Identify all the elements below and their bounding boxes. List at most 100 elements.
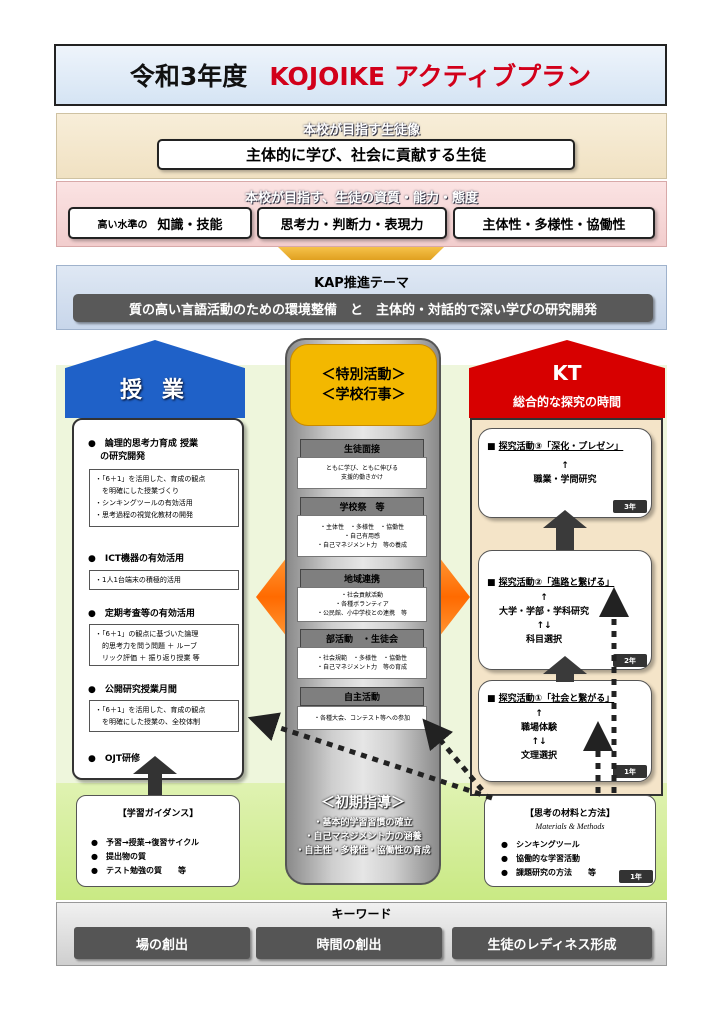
- vision-statement: 主体的に学び、社会に貢献する生徒: [157, 139, 575, 170]
- list-item: ・シンキングツールの有効活用: [95, 499, 193, 507]
- activity-body: ・社会貢献活動 ・各種ボランティア ・公民館、小中学校との連携 等: [297, 587, 427, 622]
- jugyo-up-arrow-icon: [133, 756, 177, 774]
- inquiry-steps: ↑ 職場体験 ↑↓ 文理選択: [479, 707, 599, 763]
- jugyo-section-heading: ● OJT研修: [88, 754, 140, 764]
- inquiry-title-text: 探究活動②「進路と繋げる」: [498, 578, 615, 588]
- shoki-list: ・基本的学習習慣の確立 ・自己マネジメント力の涵養 ・自主性・多様性・協働性の育…: [280, 816, 446, 858]
- thinking-title: 【思考の材料と方法】: [524, 809, 615, 819]
- guidance-box: 【学習ガイダンス】 ● 予習→授業→復習サイクル ● 提出物の質 ● テスト勉強…: [76, 795, 240, 887]
- quality-item: 主体性・多様性・協働性: [453, 207, 655, 239]
- list-item: ・「6＋1」を活用した、育成の観点 を明確にした授業づくり: [95, 475, 206, 495]
- title-plan-name: KOJOIKE アクティブプラン: [269, 62, 592, 91]
- inquiry-step: 科目選択: [525, 635, 562, 645]
- quality-text: 知識・技能: [157, 217, 223, 233]
- kap-title: KAP推進テーマ: [314, 276, 409, 291]
- jugyo-section-heading: ● 論理的思考力育成 授業 の研究開発: [88, 439, 198, 462]
- list-item: ● 予習→授業→復習サイクル: [91, 838, 199, 847]
- inquiry-title: ■ 探究活動①「社会と繋がる」: [487, 691, 614, 704]
- list-item: ● 協働的な学習活動: [501, 854, 580, 863]
- kt-title: KT: [552, 361, 582, 385]
- inquiry-title: ■ 探究活動③「深化・プレゼン」: [487, 439, 623, 452]
- kt-up-arrow-icon: [543, 656, 587, 674]
- tokkatsu-title: ＜特別活動＞ ＜学校行事＞: [290, 344, 437, 426]
- vision-band: 本校が目指す生徒像 主体的に学び、社会に貢献する生徒: [56, 113, 667, 179]
- keyword-item: 生徒のレディネス形成: [452, 927, 652, 959]
- inquiry-step: ↑↓: [531, 737, 547, 747]
- activity-heading: 自主活動: [300, 687, 424, 706]
- year-label: 1年: [619, 870, 653, 883]
- dotted-arrow-to-jugyo: [247, 712, 493, 801]
- thinking-subtitle: Materials & Methods: [535, 822, 605, 831]
- inquiry-step: 大学・学部・学科研究: [498, 607, 589, 617]
- inquiry-title-text: 探究活動③「深化・プレゼン」: [498, 442, 624, 452]
- kap-band: KAP推進テーマ 質の高い言語活動のための環境整備 と 主体的・対話的で深い学び…: [56, 265, 667, 330]
- list-item: ● 課題研究の方法 等: [501, 868, 596, 877]
- thinking-materials-box: 【思考の材料と方法】 Materials & Methods ● シンキングツー…: [484, 795, 656, 887]
- activity-body: ・各種大会、コンテスト等への参加: [297, 706, 427, 730]
- quality-item: 高い水準の 知識・技能: [68, 207, 252, 239]
- activity-body: ・社会規範 ・多様性 ・協働性 ・自己マネジメント力 等の育成: [297, 647, 427, 679]
- inquiry-box-year3: ■ 探究活動③「深化・プレゼン」 ↑ 職業・学問研究 3年: [478, 428, 652, 518]
- list-item: ● テスト勉強の質 等: [91, 866, 186, 875]
- qualities-band: 本校が目指す、生徒の資質・能力・態度 高い水準の 知識・技能 思考力・判断力・表…: [56, 181, 667, 247]
- inquiry-step: ↑: [535, 709, 543, 719]
- activity-body: ・主体性 ・多様性 ・協働性 ・自己有用感 ・自己マネジメント力 等の養成: [297, 515, 427, 557]
- year-label: 1年: [613, 765, 647, 778]
- inquiry-step: 文理選択: [520, 751, 557, 761]
- inquiry-step: 職場体験: [520, 723, 557, 733]
- jugyo-section-box: ・「6＋1」の観点に基づいた論理 的思考力を問う問題 ＋ ルーブ リック評価 ＋…: [89, 624, 239, 666]
- list-item: ● シンキングツール: [501, 840, 580, 849]
- quality-item: 思考力・判断力・表現力: [257, 207, 447, 239]
- guidance-list: ● 予習→授業→復習サイクル ● 提出物の質 ● テスト勉強の質 等: [91, 836, 199, 878]
- keyword-item: 場の創出: [74, 927, 250, 959]
- tokkatsu-title-line: ＜学校行事＞: [321, 387, 406, 403]
- inquiry-bullet: ■: [487, 694, 499, 704]
- jugyo-section-box: ・1人1台端末の積極的活用: [89, 570, 239, 590]
- kt-up-arrow-shaft: [556, 522, 574, 550]
- jugyo-title: 授 業: [120, 378, 190, 403]
- jugyo-section-heading: ● ICT機器の有効活用: [88, 554, 184, 564]
- page-title: 令和3年度 KOJOIKE アクティブプラン: [54, 44, 667, 106]
- year-label: 2年: [613, 654, 647, 667]
- vision-heading: 本校が目指す生徒像: [302, 123, 420, 138]
- list-item: ・1人1台端末の積極的活用: [95, 576, 181, 584]
- list-item: ● 提出物の質: [91, 852, 146, 861]
- keyword-item: 時間の創出: [256, 927, 442, 959]
- list-item: ・自己マネジメント力の涵養: [304, 832, 422, 842]
- list-item: ・基本的学習習慣の確立: [313, 818, 413, 828]
- activity-body: ともに学び、ともに伸びる 支援的働きかけ: [297, 457, 427, 489]
- jugyo-section-box: ・「6＋1」を活用した、育成の観点 を明確にした授業の、全校体制: [89, 700, 239, 732]
- kt-up-arrow-icon: [543, 510, 587, 528]
- kap-theme: 質の高い言語活動のための環境整備 と 主体的・対話的で深い学びの研究開発: [73, 294, 653, 322]
- jugyo-section-heading: ● 定期考査等の有効活用: [88, 609, 195, 619]
- inquiry-box-year1: ■ 探究活動①「社会と繋がる」 ↑ 職場体験 ↑↓ 文理選択 1年: [478, 680, 652, 782]
- list-item: ・自主性・多様性・協働性の育成: [295, 846, 431, 856]
- inquiry-step: ↑: [561, 461, 569, 471]
- thinking-list: ● シンキングツール ● 協働的な学習活動 ● 課題研究の方法 等: [501, 838, 596, 880]
- inquiry-title: ■ 探究活動②「進路と繋げる」: [487, 575, 614, 588]
- inquiry-step: 職業・学問研究: [533, 475, 597, 485]
- title-year: 令和3年度: [129, 62, 248, 91]
- inquiry-step: ↑: [540, 593, 548, 603]
- inquiry-steps: ↑ 職業・学問研究: [479, 459, 651, 487]
- inquiry-bullet: ■: [487, 578, 499, 588]
- jugyo-section-box: ・「6＋1」を活用した、育成の観点 を明確にした授業づくり ・シンキングツールの…: [89, 469, 239, 527]
- list-item: ・思考過程の視覚化教材の開発: [95, 511, 193, 519]
- qualities-heading: 本校が目指す、生徒の資質・能力・態度: [245, 191, 478, 206]
- inquiry-step: ↑↓: [536, 621, 552, 631]
- inquiry-steps: ↑ 大学・学部・学科研究 ↑↓ 科目選択: [479, 591, 609, 647]
- quality-text: 主体性・多様性・協働性: [482, 217, 626, 233]
- quality-prefix: 高い水準の: [97, 219, 148, 231]
- shoki-title: ＜初期指導＞: [321, 795, 405, 811]
- dotted-arrow-to-tokkatsu: [422, 718, 484, 792]
- year-label: 3年: [613, 500, 647, 513]
- inquiry-title-text: 探究活動①「社会と繋がる」: [498, 694, 615, 704]
- quality-text: 思考力・判断力・表現力: [280, 217, 424, 233]
- jugyo-section-heading: ● 公開研究授業月間: [88, 685, 177, 695]
- kt-subtitle: 総合的な探究の時間: [512, 394, 621, 409]
- tokkatsu-title-line: ＜特別活動＞: [321, 367, 406, 383]
- jugyo-panel: ● 論理的思考力育成 授業 の研究開発 ・「6＋1」を活用した、育成の観点 を明…: [72, 418, 244, 780]
- keyword-title: キーワード: [331, 906, 392, 921]
- guidance-title: 【学習ガイダンス】: [117, 809, 199, 819]
